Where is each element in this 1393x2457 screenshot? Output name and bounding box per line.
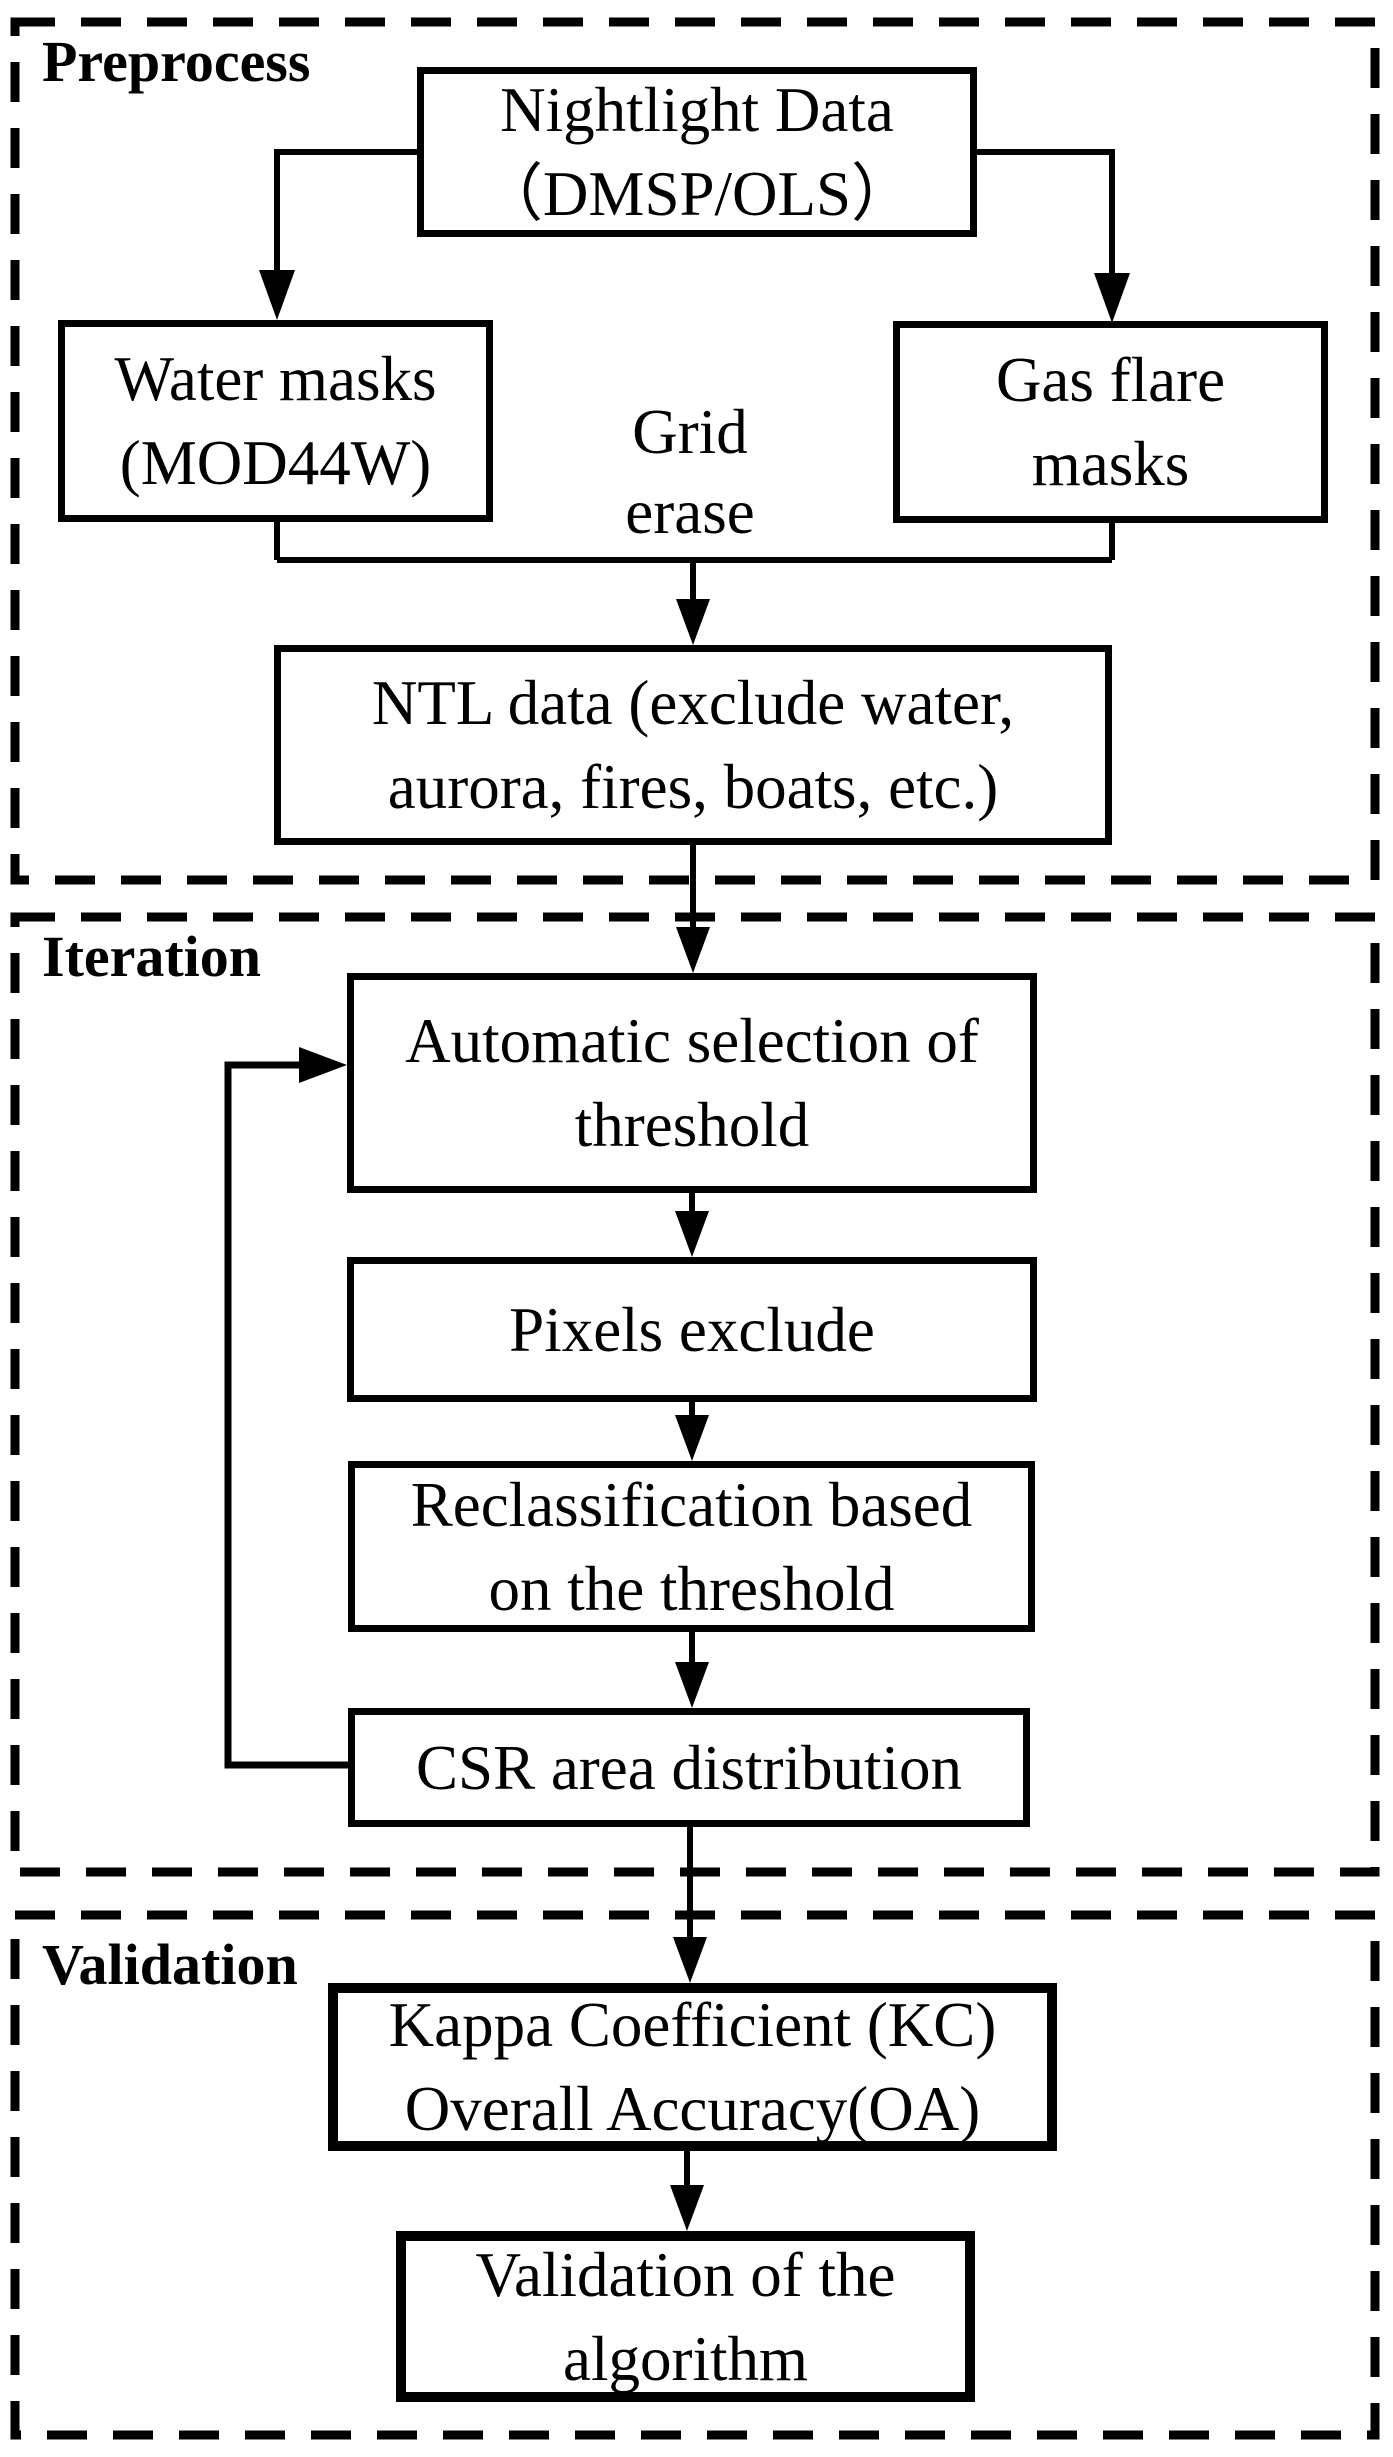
water-masks-line2: (MOD44W) (119, 428, 432, 498)
node-automatic-selection-threshold: Automatic selection of threshold (347, 973, 1037, 1193)
pixels-exclude-line1: Pixels exclude (509, 1294, 875, 1365)
ntl-data-line1: NTL data (exclude water, (371, 668, 1015, 738)
node-validation-of-algorithm: Validation of the algorithm (396, 2231, 975, 2402)
feedback-loop-csr-to-auto-threshold (224, 1061, 348, 1769)
auto-threshold-line1: Automatic selection of (405, 1006, 979, 1076)
node-water-masks: Water masks (MOD44W) (58, 320, 493, 522)
grid-erase-line1: Grid (632, 397, 748, 467)
arrowhead-to-ntl (676, 599, 710, 645)
node-pixels-exclude: Pixels exclude (347, 1257, 1037, 1402)
connector-masks-join-to-ntl (274, 522, 1115, 604)
arrowhead-to-water-masks (259, 270, 295, 320)
gas-flare-masks-line1: Gas flare (995, 345, 1226, 415)
validation-algorithm-line2: algorithm (563, 2323, 808, 2394)
gas-flare-masks-line2: masks (1031, 429, 1190, 499)
validation-section-label: Validation (42, 1932, 298, 1997)
nightlight-data-line2: （DMSP/OLS） (479, 159, 915, 229)
arrowhead-to-gas-flare (1094, 273, 1130, 323)
arrowhead-to-auto-threshold (676, 927, 710, 973)
arrowhead-feedback-to-auto-threshold (299, 1047, 347, 1083)
node-nightlight-data: Nightlight Data （DMSP/OLS） (417, 67, 977, 237)
kappa-oa-line2: Overall Accuracy(OA) (404, 2074, 981, 2144)
reclassification-line1: Reclassification based (410, 1469, 973, 1540)
node-reclassification: Reclassification based on the threshold (348, 1461, 1035, 1632)
grid-erase-label: Grid erase (570, 392, 810, 552)
arrowhead-to-csr (675, 1662, 709, 1708)
ntl-data-line2: aurora, fires, boats, etc.) (387, 752, 999, 822)
validation-section-border (10, 1910, 1380, 2440)
iteration-section-label: Iteration (42, 924, 262, 989)
arrowhead-to-pixels (675, 1211, 709, 1257)
water-masks-line1: Water masks (114, 344, 437, 414)
arrowhead-to-reclassification (675, 1415, 709, 1461)
grid-erase-line2: erase (625, 477, 755, 547)
nightlight-data-line1: Nightlight Data (500, 75, 894, 145)
kappa-oa-line1: Kappa Coefficient (KC) (388, 1990, 997, 2060)
auto-threshold-line2: threshold (574, 1090, 810, 1160)
csr-area-line1: CSR area distribution (416, 1732, 962, 1803)
preprocess-section-label: Preprocess (42, 29, 311, 94)
node-csr-area-distribution: CSR area distribution (348, 1708, 1030, 1827)
arrowhead-to-kappa (673, 1937, 707, 1983)
node-gas-flare-masks: Gas flare masks (893, 321, 1328, 523)
node-kappa-overall-accuracy: Kappa Coefficient (KC) Overall Accuracy(… (328, 1983, 1057, 2151)
reclassification-line2: on the threshold (488, 1553, 895, 1624)
connector-nightlight-to-gas-flare (977, 149, 1115, 275)
validation-algorithm-line1: Validation of the (475, 2239, 896, 2310)
preprocess-section-border (10, 17, 1380, 885)
arrowhead-to-validation-algorithm (670, 2185, 704, 2231)
connector-nightlight-to-water-masks (274, 149, 417, 272)
node-ntl-data: NTL data (exclude water, aurora, fires, … (274, 645, 1112, 845)
